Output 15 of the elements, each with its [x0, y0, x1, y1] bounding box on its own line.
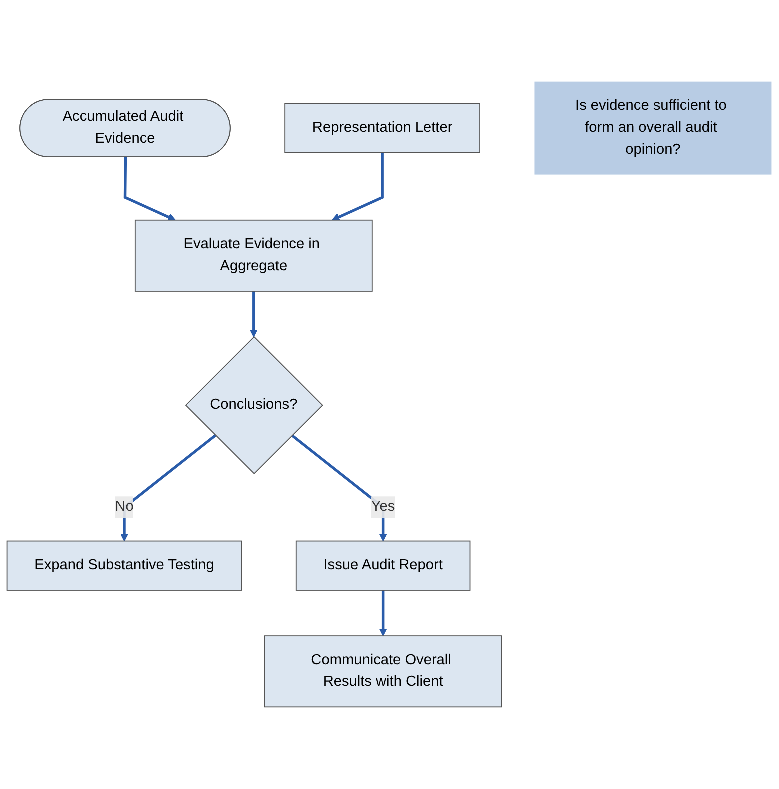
node-box: Expand Substantive Testing — [6, 540, 242, 591]
arrow — [291, 434, 388, 542]
arrow — [250, 291, 258, 338]
node-box: Issue Audit Report — [296, 540, 471, 591]
arrow — [124, 157, 176, 222]
node-diamond: Conclusions? — [185, 336, 324, 474]
node-box: Evaluate Evidence in Aggregate — [134, 220, 373, 292]
arrow — [332, 152, 384, 222]
node-box: Communicate Overall Results with Client — [264, 636, 502, 708]
node-box: Is evidence sufficient to form an overall audit opinion? — [534, 82, 772, 175]
edge-label: No — [115, 499, 134, 515]
edge-label: Yes — [371, 499, 396, 515]
arrow — [120, 434, 217, 542]
arrow — [379, 590, 388, 636]
node-box: Representation Letter — [284, 103, 480, 154]
